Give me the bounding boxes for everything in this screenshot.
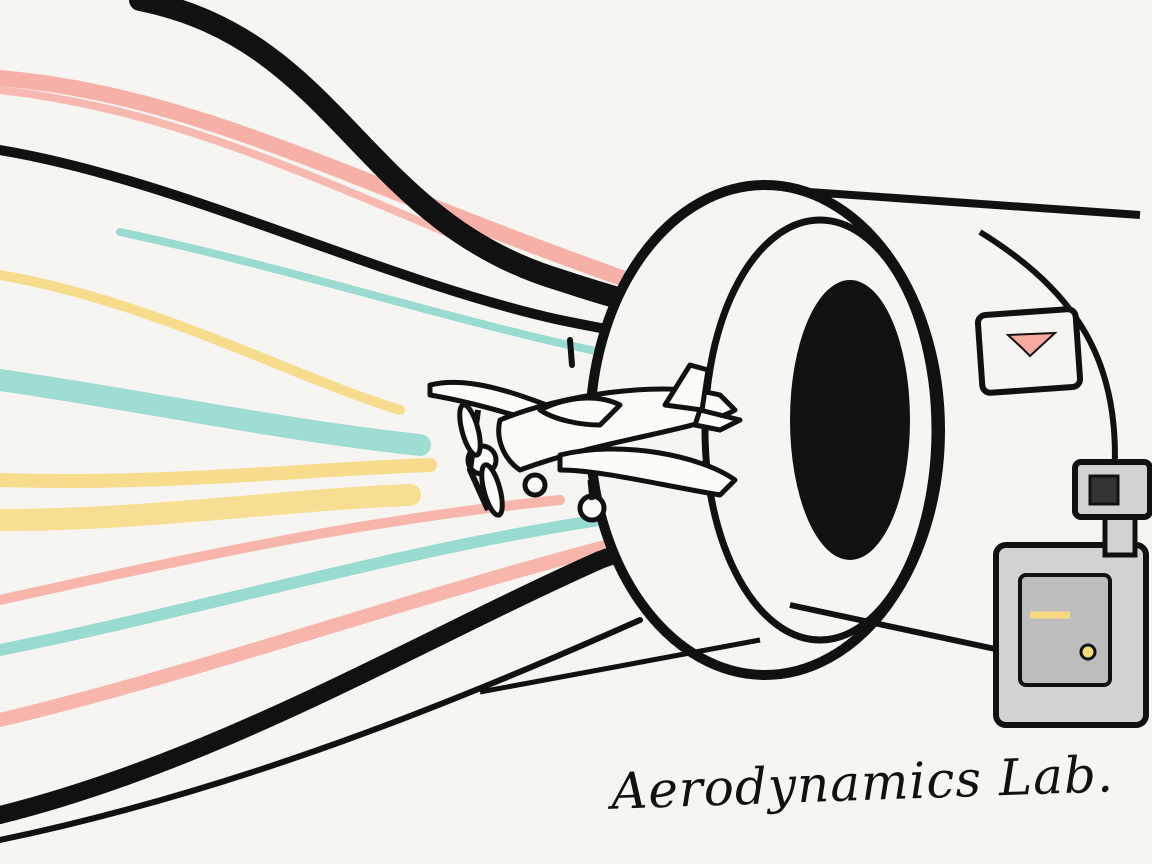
airplane [427,362,743,523]
control-unit [993,459,1152,728]
